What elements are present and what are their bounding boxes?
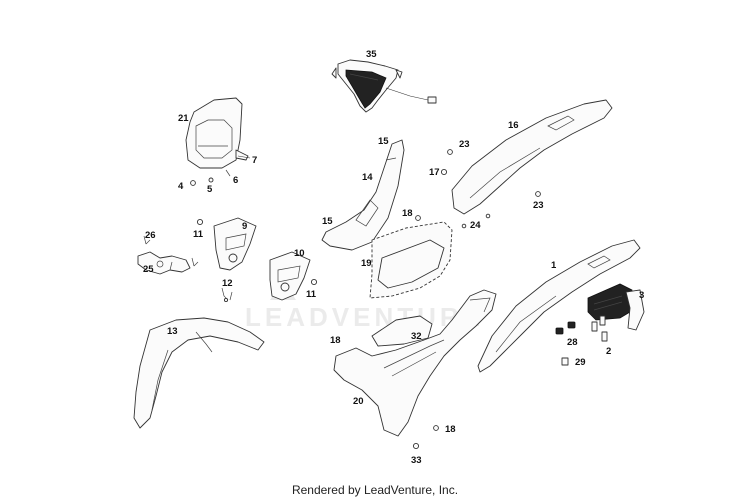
callout-15b: 15 bbox=[322, 216, 333, 227]
callout-11b: 11 bbox=[306, 289, 317, 300]
front-fender bbox=[133, 317, 265, 429]
rear-fender-upper bbox=[451, 99, 613, 215]
watermark-text: LEADVENTURE bbox=[245, 302, 484, 332]
mount-bracket bbox=[137, 235, 199, 275]
callout-18b: 18 bbox=[330, 335, 341, 346]
callout-11a: 11 bbox=[193, 229, 204, 240]
callout-15a: 15 bbox=[378, 136, 389, 147]
callout-21: 21 bbox=[178, 113, 189, 124]
rear-fender bbox=[477, 239, 641, 373]
license-bracket bbox=[587, 283, 645, 331]
callout-26: 26 bbox=[145, 230, 156, 241]
callout-6: 6 bbox=[233, 175, 238, 186]
windscreen bbox=[185, 97, 249, 169]
callout-5: 5 bbox=[207, 184, 213, 195]
side-cover-right bbox=[269, 251, 311, 301]
callout-12: 12 bbox=[222, 278, 233, 289]
lower-body-panel bbox=[333, 289, 497, 437]
footer-credit: Rendered by LeadVenture, Inc. bbox=[291, 483, 459, 497]
callout-33: 33 bbox=[411, 455, 422, 466]
callout-17: 17 bbox=[429, 167, 440, 178]
frame-side-cover bbox=[321, 139, 405, 251]
clip bbox=[221, 287, 233, 303]
callout-23a: 23 bbox=[459, 139, 470, 150]
callout-1: 1 bbox=[551, 260, 557, 271]
callout-20: 20 bbox=[353, 396, 364, 407]
callout-23b: 23 bbox=[533, 200, 544, 211]
headlight-assembly bbox=[331, 59, 437, 113]
callout-7: 7 bbox=[252, 155, 257, 166]
callout-29: 29 bbox=[575, 357, 586, 368]
callout-13: 13 bbox=[167, 326, 178, 337]
callout-35: 35 bbox=[366, 49, 377, 60]
callout-24: 24 bbox=[470, 220, 481, 231]
callout-4: 4 bbox=[178, 181, 184, 192]
watermark-logo: LEADVENTURE bbox=[245, 280, 484, 332]
callout-3: 3 bbox=[639, 290, 644, 301]
callout-16: 16 bbox=[508, 120, 519, 131]
callout-32: 32 bbox=[411, 331, 422, 342]
callout-18c: 18 bbox=[445, 424, 456, 435]
callout-25: 25 bbox=[143, 264, 154, 275]
floor-plate bbox=[371, 315, 433, 347]
callout-9: 9 bbox=[242, 221, 247, 232]
callout-14: 14 bbox=[362, 172, 373, 183]
callout-10: 10 bbox=[294, 248, 305, 259]
callout-18a: 18 bbox=[402, 208, 413, 219]
lower-panel bbox=[369, 221, 453, 299]
callout-19: 19 bbox=[361, 258, 372, 269]
callout-2: 2 bbox=[606, 346, 611, 357]
side-cover-left bbox=[213, 217, 257, 271]
callout-28: 28 bbox=[567, 337, 578, 348]
fastener-set bbox=[555, 315, 608, 366]
